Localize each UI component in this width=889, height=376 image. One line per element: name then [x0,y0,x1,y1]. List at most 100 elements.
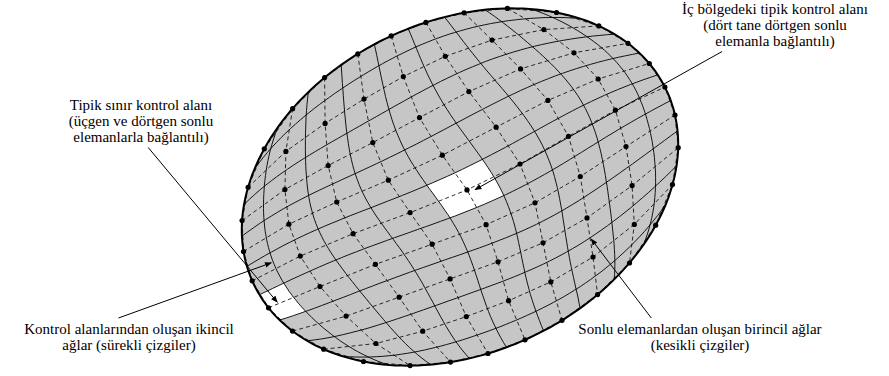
mesh-node [386,178,391,183]
callout-box: Sonlu elemanlardan oluşan birincil ağlar… [575,322,825,354]
mesh-node [627,260,632,265]
mesh-node [344,314,349,319]
mesh-node [630,183,635,188]
mesh-node [408,363,413,368]
primary-grid-line [426,22,562,320]
mesh-node [494,125,499,130]
mesh-node [361,359,366,364]
mesh-node [321,347,326,352]
mesh-node [548,279,553,284]
mesh-node [373,341,378,346]
mesh-node [417,115,422,120]
mesh-node [571,50,576,55]
mesh-node [532,200,537,205]
mesh-node [676,145,681,150]
mesh-node [317,284,322,289]
mesh-node [554,10,559,15]
mesh-node [240,218,245,223]
mesh-node [241,249,246,254]
mesh-node [408,210,413,215]
leader-line [148,148,277,303]
mesh-node [401,74,406,79]
mesh-node [323,121,328,126]
mesh-node [670,182,675,187]
mesh-node [596,23,601,28]
mesh-node [596,76,601,81]
mesh-node [518,66,523,71]
mesh-node [290,106,295,111]
mesh-node [420,329,425,334]
mesh-node [464,314,469,319]
mesh-node [443,54,448,59]
mesh-node [370,140,375,145]
mesh-node [448,360,453,365]
mesh-node [448,276,453,281]
primary-grid-line [364,225,656,365]
mesh-node [397,295,402,300]
mesh-node [559,318,564,323]
callout-label: Kontrol alanlarından oluşan ikincil ağla… [24,321,234,353]
mesh-node [351,231,356,236]
mesh-node [495,259,500,264]
mesh-node [506,298,511,303]
primary-grid-line [358,54,488,354]
callout-box: Tipik sınır kontrol alanı (üçgen ve dört… [50,98,232,145]
mesh-node [334,199,339,204]
secondary-grid-line [280,131,678,320]
callout-label: Tipik sınır kontrol alanı (üçgen ve dört… [69,97,214,145]
primary-grid-line [325,78,451,363]
secondary-grid-line [374,44,506,347]
primary-grid-line [557,13,679,226]
mesh-node [595,292,600,297]
callout-label: İç bölgedeki tipik kontrol alanı (dört t… [682,1,868,49]
secondary-grid-line [408,29,543,331]
mesh-node [389,33,394,38]
mesh-node [246,185,251,190]
mesh-node [489,38,494,43]
callout-label: Sonlu elemanlardan oluşan birincil ağlar… [578,321,821,353]
mesh-node [540,240,545,245]
mesh-node [361,97,366,102]
primary-grid-line [293,148,679,331]
mesh-node [590,254,595,259]
primary-grid-line [252,87,665,281]
callout-box: İç bölgedeki tipik kontrol alanı (dört t… [680,2,870,49]
mesh-node [250,278,255,283]
mesh-node [466,89,471,94]
mesh-node [322,75,327,80]
primary-grid-line [464,13,597,295]
primary-grid-line [264,8,556,148]
mesh-node [647,61,652,66]
mesh-node [326,163,331,168]
mesh-node [373,262,378,267]
leader-line [591,239,651,318]
secondary-grid-line [242,53,640,236]
mesh-node [282,187,287,192]
callout-box: Kontrol alanlarından oluşan ikincil ağla… [18,322,240,354]
secondary-grid-line [307,166,676,341]
leader-line [119,263,272,318]
secondary-grid-line [247,75,658,267]
mesh-node [632,222,637,227]
mesh-node [355,51,360,56]
primary-grid-line [285,109,410,366]
mesh-node [522,337,527,342]
primary-grid-line [391,36,525,340]
mesh-node [440,153,445,158]
primary-grid-line [242,43,628,220]
secondary-grid-line [531,9,655,245]
mesh-node [653,223,658,228]
mesh-node [662,85,667,90]
mesh-node [290,329,295,334]
primary-grid-line [244,64,650,252]
mesh-node [505,6,510,11]
mesh-node [464,187,469,192]
secondary-grid-line [444,17,580,308]
mesh-node [430,242,435,247]
mesh-node [262,146,267,151]
mesh-node [545,98,550,103]
secondary-grid-line [255,18,580,170]
mesh-node [423,20,428,25]
primary-grid-line [248,26,599,187]
